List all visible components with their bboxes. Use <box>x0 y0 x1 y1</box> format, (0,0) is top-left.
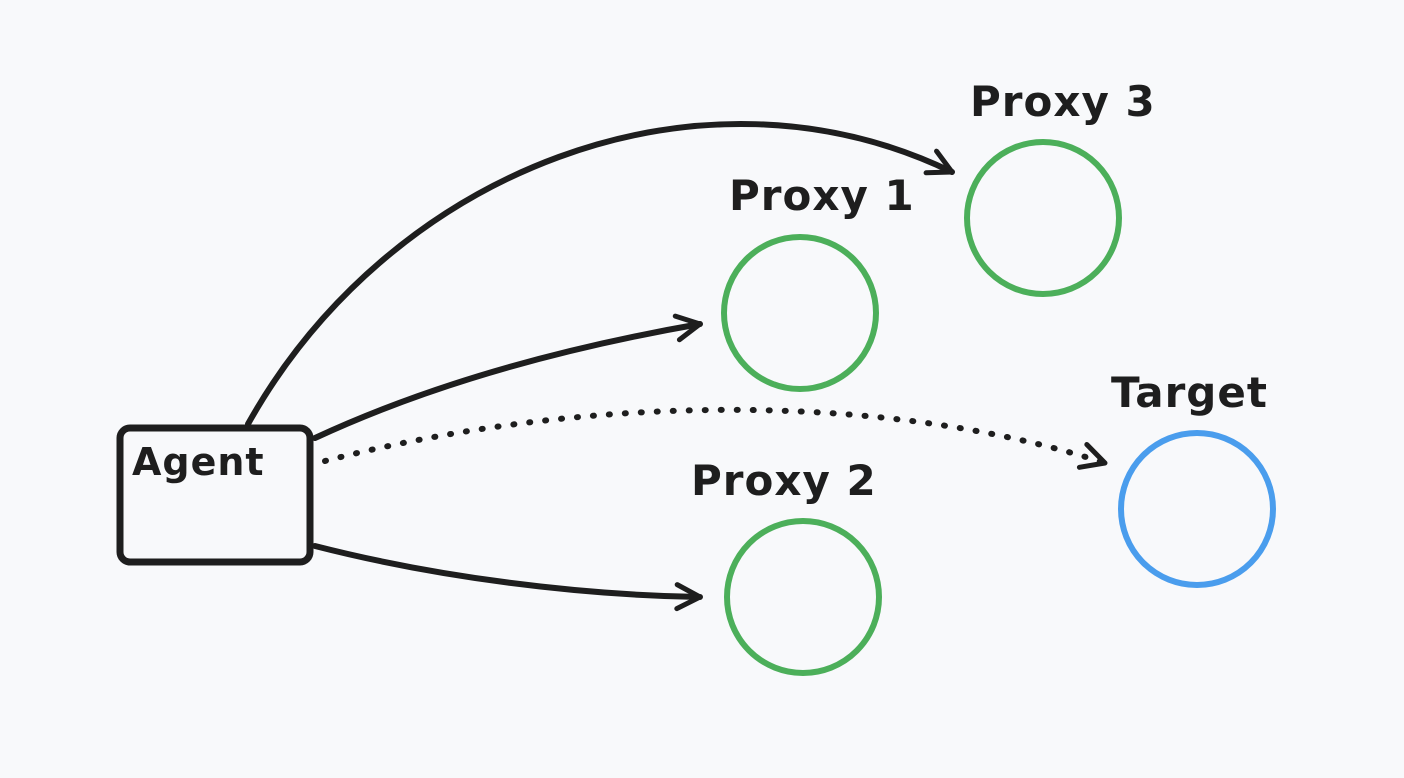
arrow-agent-to-proxy2 <box>312 543 703 612</box>
dotted-arrow-agent-to-target <box>322 406 1108 470</box>
proxy-2-node[interactable] <box>724 518 882 676</box>
target-label: Target <box>1111 368 1268 417</box>
arrow-agent-to-proxy3 <box>245 121 955 427</box>
proxy-1-label: Proxy 1 <box>729 171 915 220</box>
proxy-3-node[interactable] <box>964 139 1122 297</box>
proxy-3-label: Proxy 3 <box>970 77 1156 126</box>
proxy-2-label: Proxy 2 <box>691 456 877 505</box>
agent-label: Agent <box>132 440 265 484</box>
arrow-agent-to-proxy1 <box>312 313 703 441</box>
target-node[interactable] <box>1118 430 1276 588</box>
agent-box[interactable] <box>116 424 314 566</box>
proxy-1-node[interactable] <box>721 234 879 392</box>
